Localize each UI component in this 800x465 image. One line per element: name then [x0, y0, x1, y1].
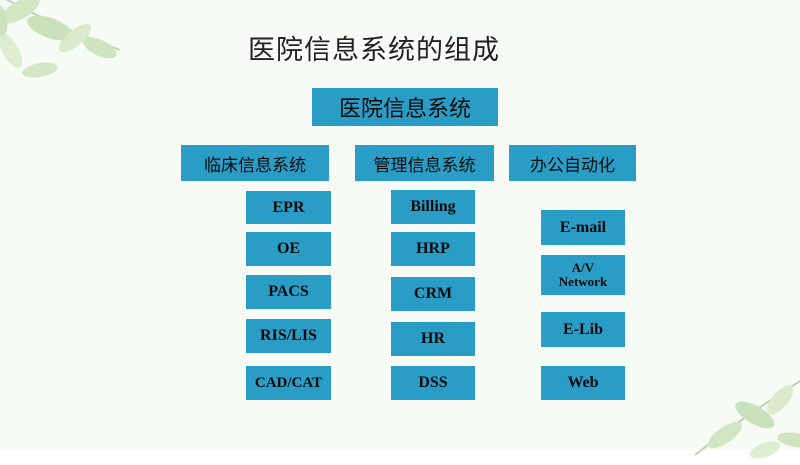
node-elib: E-Lib — [541, 312, 625, 347]
leaf-decoration-icon — [694, 380, 800, 459]
node-pacs: PACS — [246, 275, 331, 309]
node-web: Web — [541, 366, 625, 400]
node-oe: OE — [246, 232, 331, 266]
node-cad-cat: CAD/CAT — [246, 366, 331, 400]
slide-title: 医院信息系统的组成 — [248, 35, 500, 66]
leaf-decoration-icon — [0, 0, 121, 78]
node-email: E-mail — [541, 210, 625, 245]
node-billing: Billing — [391, 190, 475, 224]
category-office: 办公自动化 — [509, 145, 636, 181]
root-node: 医院信息系统 — [312, 88, 498, 126]
category-clinical: 临床信息系统 — [181, 145, 329, 181]
node-epr: EPR — [246, 191, 331, 224]
node-ris-lis: RIS/LIS — [246, 319, 331, 353]
node-dss: DSS — [391, 366, 475, 400]
category-management: 管理信息系统 — [355, 145, 494, 181]
node-crm: CRM — [391, 277, 475, 311]
node-av-network: A/V Network — [541, 255, 625, 295]
node-hr: HR — [391, 322, 475, 356]
node-hrp: HRP — [391, 232, 475, 266]
